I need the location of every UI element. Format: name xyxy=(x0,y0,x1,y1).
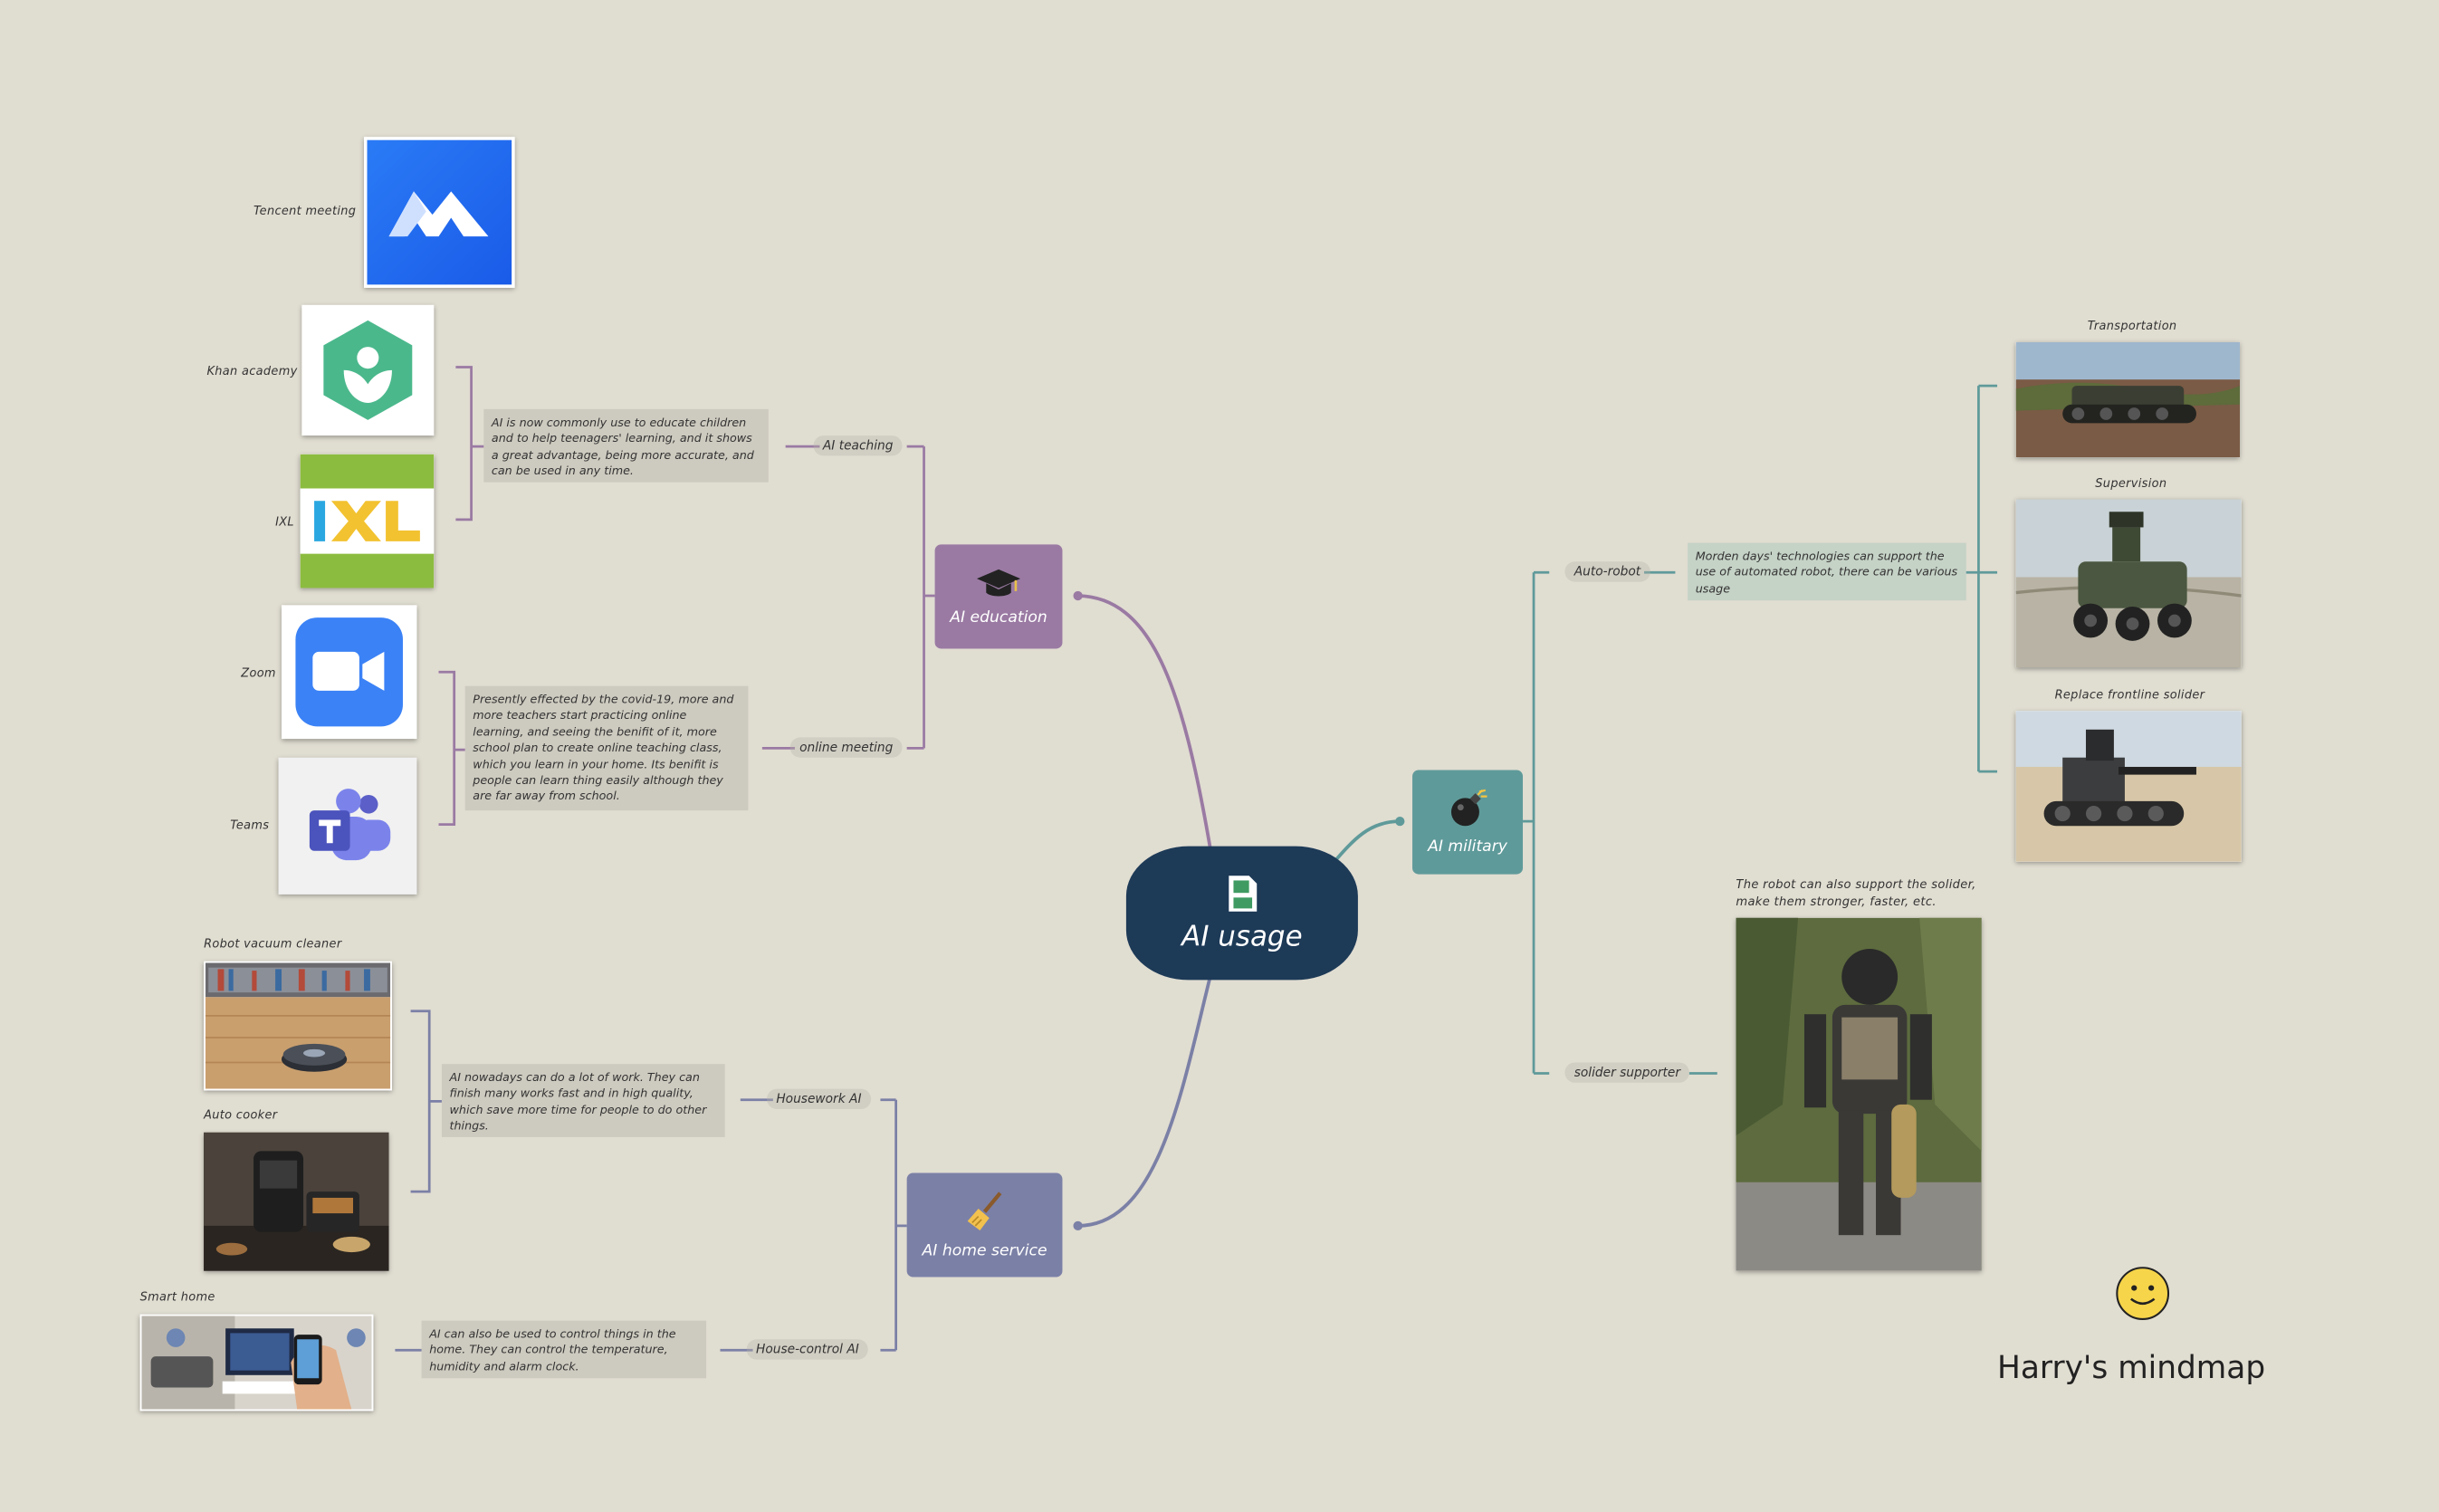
label-khan-academy: Khan academy xyxy=(206,364,298,378)
supervision-robot-image xyxy=(2015,499,2242,668)
label-teams: Teams xyxy=(230,818,270,833)
label-zoom: Zoom xyxy=(241,665,276,680)
khan-academy-logo-icon xyxy=(301,304,435,436)
note-housework-ai: AI nowadays can do a lot of work. They c… xyxy=(441,1064,725,1137)
subtopic-housework-ai[interactable]: Housework AI xyxy=(767,1088,871,1110)
subtopic-house-control-ai[interactable]: House-control AI xyxy=(746,1339,869,1360)
sd-card-icon xyxy=(1228,875,1257,911)
subtopic-ai-teaching[interactable]: AI teaching xyxy=(813,435,903,456)
label-ixl: IXL xyxy=(275,514,294,530)
note-house-control-ai: AI can also be used to control things in… xyxy=(421,1320,707,1379)
zoom-logo-icon xyxy=(281,605,417,740)
transportation-robot-image xyxy=(2015,341,2241,458)
label-auto-cooker: Auto cooker xyxy=(204,1107,278,1122)
frontline-robot-image xyxy=(2015,711,2242,862)
label-supervision: Supervision xyxy=(2095,475,2167,491)
microsoft-teams-logo-icon xyxy=(278,757,417,895)
signature-text: Harry's mindmap xyxy=(1997,1348,2266,1386)
branch-title: AI home service xyxy=(922,1242,1047,1260)
subtopic-solider-supporter[interactable]: solider supporter xyxy=(1564,1062,1690,1083)
label-tencent-meeting: Tencent meeting xyxy=(253,204,357,218)
tencent-meeting-logo-icon xyxy=(364,137,515,288)
note-online-meeting: Presently effected by the covid-19, more… xyxy=(464,685,749,811)
branch-title: AI military xyxy=(1428,838,1507,856)
branch-title: AI education xyxy=(950,609,1047,627)
note-auto-robot: Morden days' technologies can support th… xyxy=(1688,542,1966,601)
branch-ai-home-service[interactable]: AI home service xyxy=(906,1172,1063,1278)
bomb-icon xyxy=(1450,789,1487,827)
graduation-cap-icon xyxy=(976,569,1021,597)
note-solider-supporter: The robot can also support the solider, … xyxy=(1736,877,1976,908)
smart-home-image xyxy=(139,1314,374,1412)
broom-icon xyxy=(967,1191,1002,1231)
branch-ai-military[interactable]: AI military xyxy=(1412,770,1524,875)
subtopic-online-meeting[interactable]: online meeting xyxy=(789,737,903,758)
smiley-face-icon xyxy=(2116,1267,2170,1321)
auto-cooker-image xyxy=(204,1132,389,1271)
label-replace-frontline-solider: Replace frontline solider xyxy=(2054,687,2205,702)
robot-vacuum-image xyxy=(204,961,392,1091)
central-title: AI usage xyxy=(1181,920,1303,953)
label-transportation: Transportation xyxy=(2087,319,2177,333)
label-robot-vacuum-cleaner: Robot vacuum cleaner xyxy=(204,936,342,951)
label-smart-home: Smart home xyxy=(139,1289,215,1304)
ixl-logo-icon xyxy=(300,454,435,589)
branch-ai-education[interactable]: AI education xyxy=(934,544,1063,649)
note-ai-teaching: AI is now commonly use to educate childr… xyxy=(483,408,769,483)
subtopic-auto-robot[interactable]: Auto-robot xyxy=(1564,561,1650,582)
central-topic[interactable]: AI usage xyxy=(1125,846,1358,981)
exoskeleton-soldier-image xyxy=(1736,917,1982,1271)
